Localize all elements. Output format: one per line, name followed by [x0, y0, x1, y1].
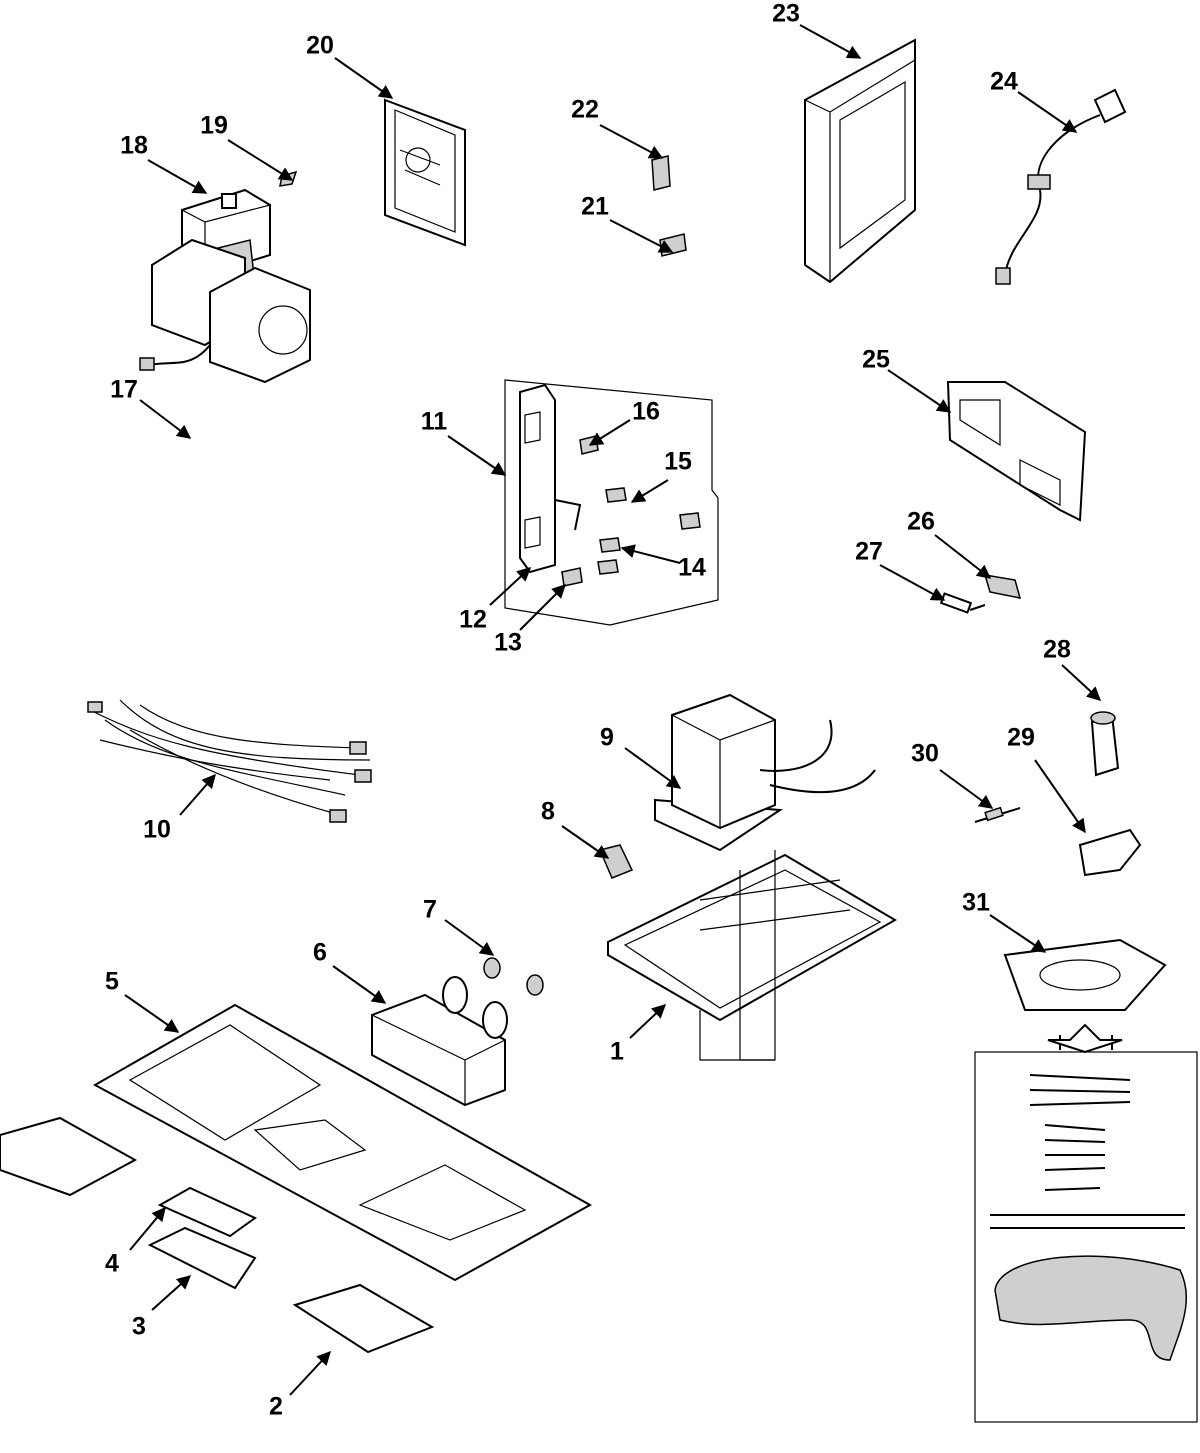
part-29-capacitor-bracket	[1078, 828, 1142, 877]
callout-19: 19	[200, 111, 228, 140]
callout-9: 9	[600, 723, 614, 752]
callout-5: 5	[105, 967, 119, 996]
part-15-switch	[605, 487, 701, 530]
callout-3: 3	[132, 1312, 146, 1341]
part-26-fuse-holder	[983, 574, 1022, 599]
callout-18: 18	[120, 131, 148, 160]
part-28-capacitor	[1090, 711, 1120, 777]
callout-24: 24	[990, 67, 1018, 96]
leader-lines	[124, 24, 1102, 1396]
part-9-high-voltage-transformer	[654, 693, 876, 852]
part-17-fan-motor	[139, 238, 311, 384]
callout-22: 22	[571, 95, 599, 124]
callout-17: 17	[110, 375, 138, 404]
callout-6: 6	[313, 938, 327, 967]
callout-7: 7	[423, 895, 437, 924]
callout-30: 30	[911, 739, 939, 768]
callout-2: 2	[269, 1392, 283, 1421]
callout-27: 27	[855, 537, 883, 566]
part-6-lamp-socket-bracket	[371, 976, 508, 1107]
part-24-power-cord	[995, 88, 1127, 285]
callout-8: 8	[541, 797, 555, 826]
callout-16: 16	[632, 397, 660, 426]
callout-1: 1	[610, 1037, 624, 1066]
part-8-thermostat	[598, 844, 634, 879]
part-1-base-plate	[607, 850, 897, 1061]
part-10-wire-harness	[87, 699, 372, 823]
part-21-clip	[659, 233, 687, 257]
part-11-interlock-assembly	[504, 379, 719, 626]
callout-26: 26	[907, 507, 935, 536]
part-16-switch	[579, 435, 599, 455]
callout-12: 12	[459, 605, 487, 634]
callout-31: 31	[962, 888, 990, 917]
callout-10: 10	[143, 815, 171, 844]
part-27-fuse	[939, 592, 986, 614]
part-13-switch	[561, 567, 583, 587]
part-25-control-board	[946, 381, 1087, 522]
callout-4: 4	[105, 1249, 119, 1278]
part-22-switch	[651, 155, 671, 191]
part-2-grease-filter	[292, 1283, 435, 1354]
part-31-hardware-kit	[974, 938, 1198, 1423]
part-7-monitor-switch	[483, 957, 544, 996]
callout-28: 28	[1043, 635, 1071, 664]
part-4-light-lens	[157, 1186, 257, 1238]
callout-23: 23	[772, 0, 800, 28]
callout-11: 11	[420, 407, 448, 436]
part-2-grease-filter-left	[0, 1116, 138, 1197]
part-30-diode	[974, 806, 1021, 823]
part-3-light-lens-frame	[147, 1226, 257, 1290]
callout-20: 20	[306, 31, 334, 60]
callout-15: 15	[664, 447, 692, 476]
part-23-control-panel-frame	[804, 38, 916, 284]
part-14-switch	[597, 537, 621, 575]
part-20-door-latch-bracket	[384, 98, 466, 247]
callout-21: 21	[581, 192, 609, 221]
part-5-bottom-plate	[92, 1003, 593, 1282]
callout-14: 14	[678, 553, 706, 582]
callout-29: 29	[1007, 723, 1035, 752]
callout-25: 25	[862, 345, 890, 374]
callout-13: 13	[494, 628, 522, 657]
